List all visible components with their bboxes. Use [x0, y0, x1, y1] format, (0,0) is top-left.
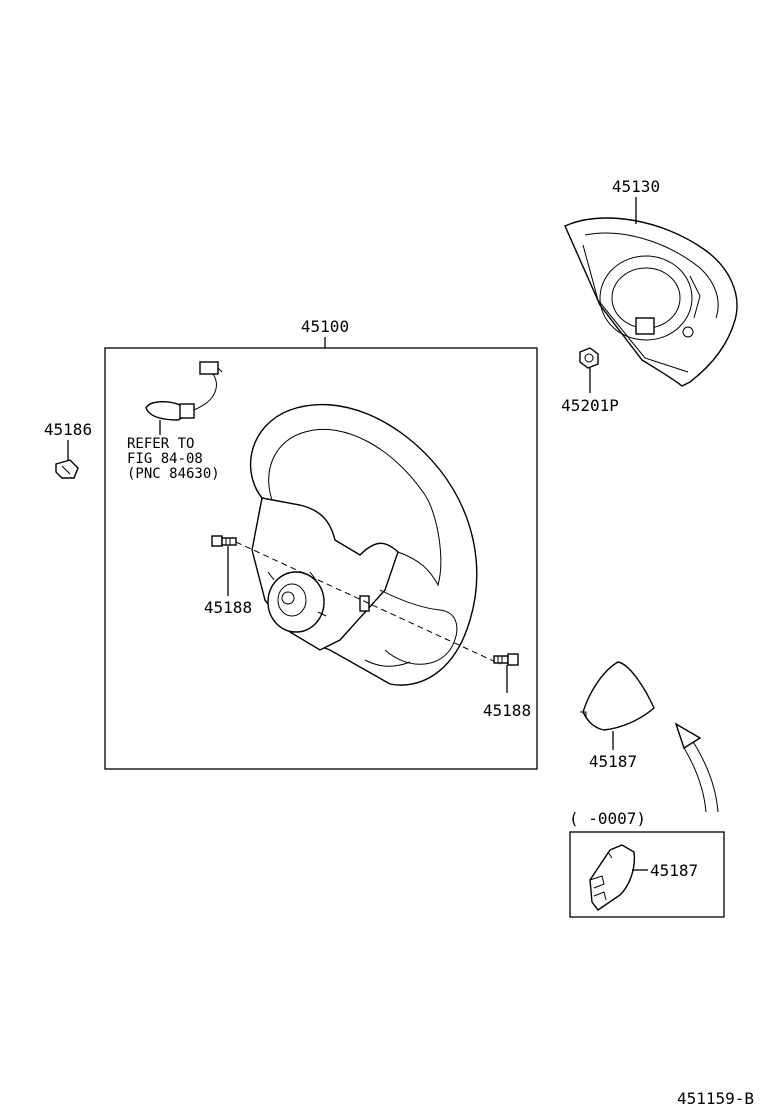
- switch-harness: [145, 361, 223, 421]
- refer-line1: REFER TO: [127, 436, 194, 452]
- direction-arrow: [674, 722, 719, 813]
- label-45201p: 45201P: [561, 396, 619, 415]
- bolt-45188-left: [211, 535, 237, 547]
- clip-45186: [55, 459, 79, 479]
- refer-line3: (PNC 84630): [127, 466, 220, 482]
- cover-45187: [580, 661, 655, 731]
- steering-wheel: [249, 403, 478, 686]
- bolt-45188-right: [493, 653, 519, 666]
- label-45186: 45186: [44, 420, 92, 439]
- label-45188-right: 45188: [483, 701, 531, 720]
- cover-45187-inset: [589, 844, 636, 911]
- diagram-number: 451159-B: [677, 1089, 754, 1108]
- nut-45201p: [579, 347, 599, 369]
- inset-range: ( -0007): [569, 809, 646, 828]
- label-45100: 45100: [301, 317, 349, 336]
- label-45187-inset: 45187: [650, 861, 698, 880]
- label-45130: 45130: [612, 177, 660, 196]
- label-45188-left: 45188: [204, 598, 252, 617]
- bolt-axis-line: [235, 541, 501, 665]
- label-45187-main: 45187: [589, 752, 637, 771]
- refer-line2: FIG 84-08: [127, 451, 203, 467]
- assembly-frame: [104, 347, 538, 770]
- inset-frame: [569, 831, 725, 918]
- airbag-cover-45130: [564, 217, 738, 387]
